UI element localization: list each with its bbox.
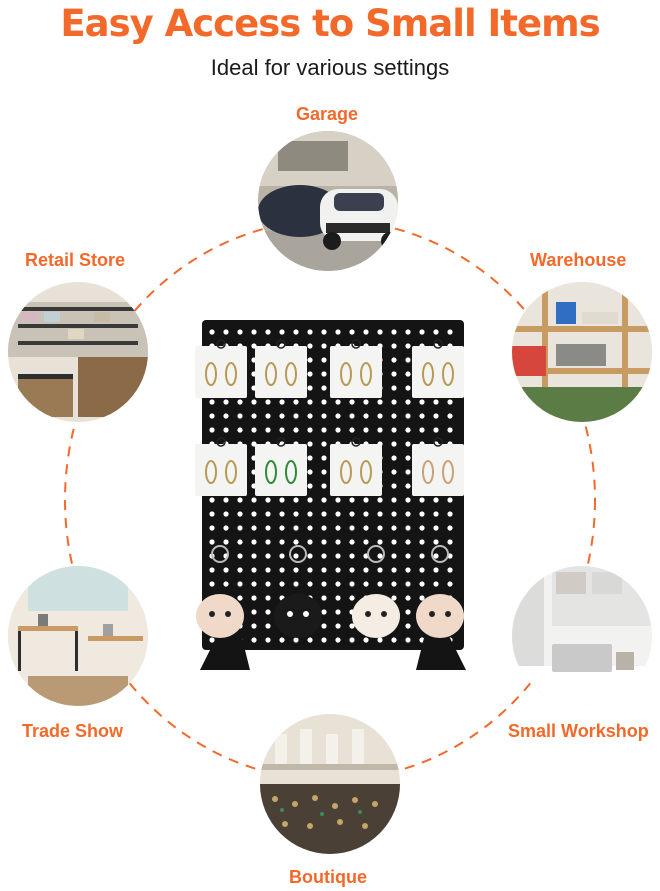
label-boutique: Boutique [289, 867, 367, 887]
boutique-photo [260, 714, 400, 854]
earring-card [255, 339, 307, 398]
garage-photo [258, 131, 398, 271]
earring-card [195, 437, 247, 496]
label-small-workshop: Small Workshop [508, 721, 649, 741]
plush-keychain [196, 545, 244, 638]
plush-keychain [352, 545, 400, 638]
pegboard-display [195, 320, 466, 670]
plush-keychain [274, 545, 322, 638]
earring-card [330, 437, 382, 496]
trade-show-photo [8, 566, 148, 706]
small-workshop-photo [512, 566, 652, 706]
earring-card [330, 339, 382, 398]
subheadline: Ideal for various settings [210, 55, 450, 80]
earring-card [412, 339, 464, 398]
label-garage: Garage [296, 104, 359, 124]
warehouse-photo [512, 282, 652, 422]
retail-store-photo [8, 282, 148, 422]
plush-keychain [416, 545, 464, 638]
label-warehouse: Warehouse [530, 250, 627, 270]
earring-card [255, 437, 307, 496]
earring-card [195, 339, 247, 398]
label-trade-show: Trade Show [22, 721, 124, 741]
headline: Easy Access to Small Items [60, 2, 600, 45]
label-retail-store: Retail Store [25, 250, 126, 270]
earring-card [412, 437, 464, 496]
